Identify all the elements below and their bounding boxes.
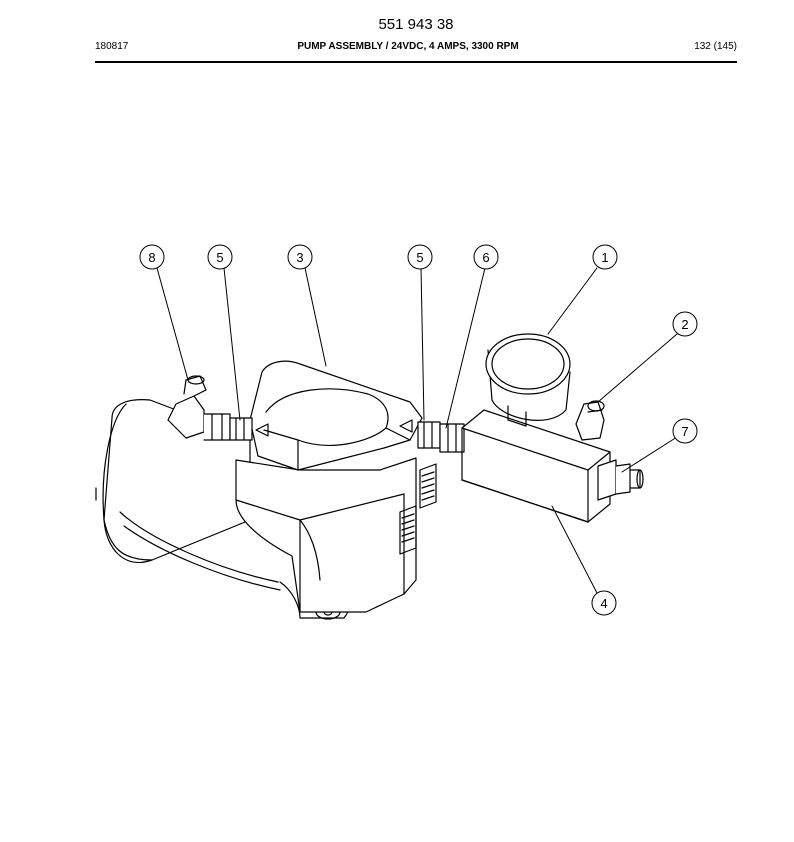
elbow-fitting	[167, 375, 231, 441]
outlet-fitting	[597, 459, 644, 501]
page-number: 132 (145)	[694, 41, 737, 52]
callout-4-label: 4	[600, 596, 607, 611]
union-fitting-right	[417, 421, 465, 453]
clamp-bracket	[249, 360, 423, 471]
manifold-block	[461, 409, 611, 523]
union-fitting-left	[229, 417, 253, 441]
callout-5-label: 5	[216, 250, 223, 265]
callout-8-label: 8	[148, 250, 155, 265]
callout-2-label: 2	[681, 317, 688, 332]
pump-head	[235, 457, 437, 613]
callout-7-label: 7	[681, 424, 688, 439]
callout-5-label: 5	[416, 250, 423, 265]
callout-1-label: 1	[601, 250, 608, 265]
callouts	[139, 244, 698, 616]
pressure-gauge	[485, 333, 571, 427]
callout-3-label: 3	[296, 250, 303, 265]
header-rule	[95, 61, 737, 63]
top-port-fitting	[575, 400, 605, 441]
date-code: 180817	[95, 41, 129, 52]
page-title: PUMP ASSEMBLY / 24VDC, 4 AMPS, 3300 RPM	[297, 41, 519, 52]
leader-lines	[156, 267, 678, 594]
callout-6-label: 6	[482, 250, 489, 265]
document-number: 551 943 38	[378, 16, 454, 33]
